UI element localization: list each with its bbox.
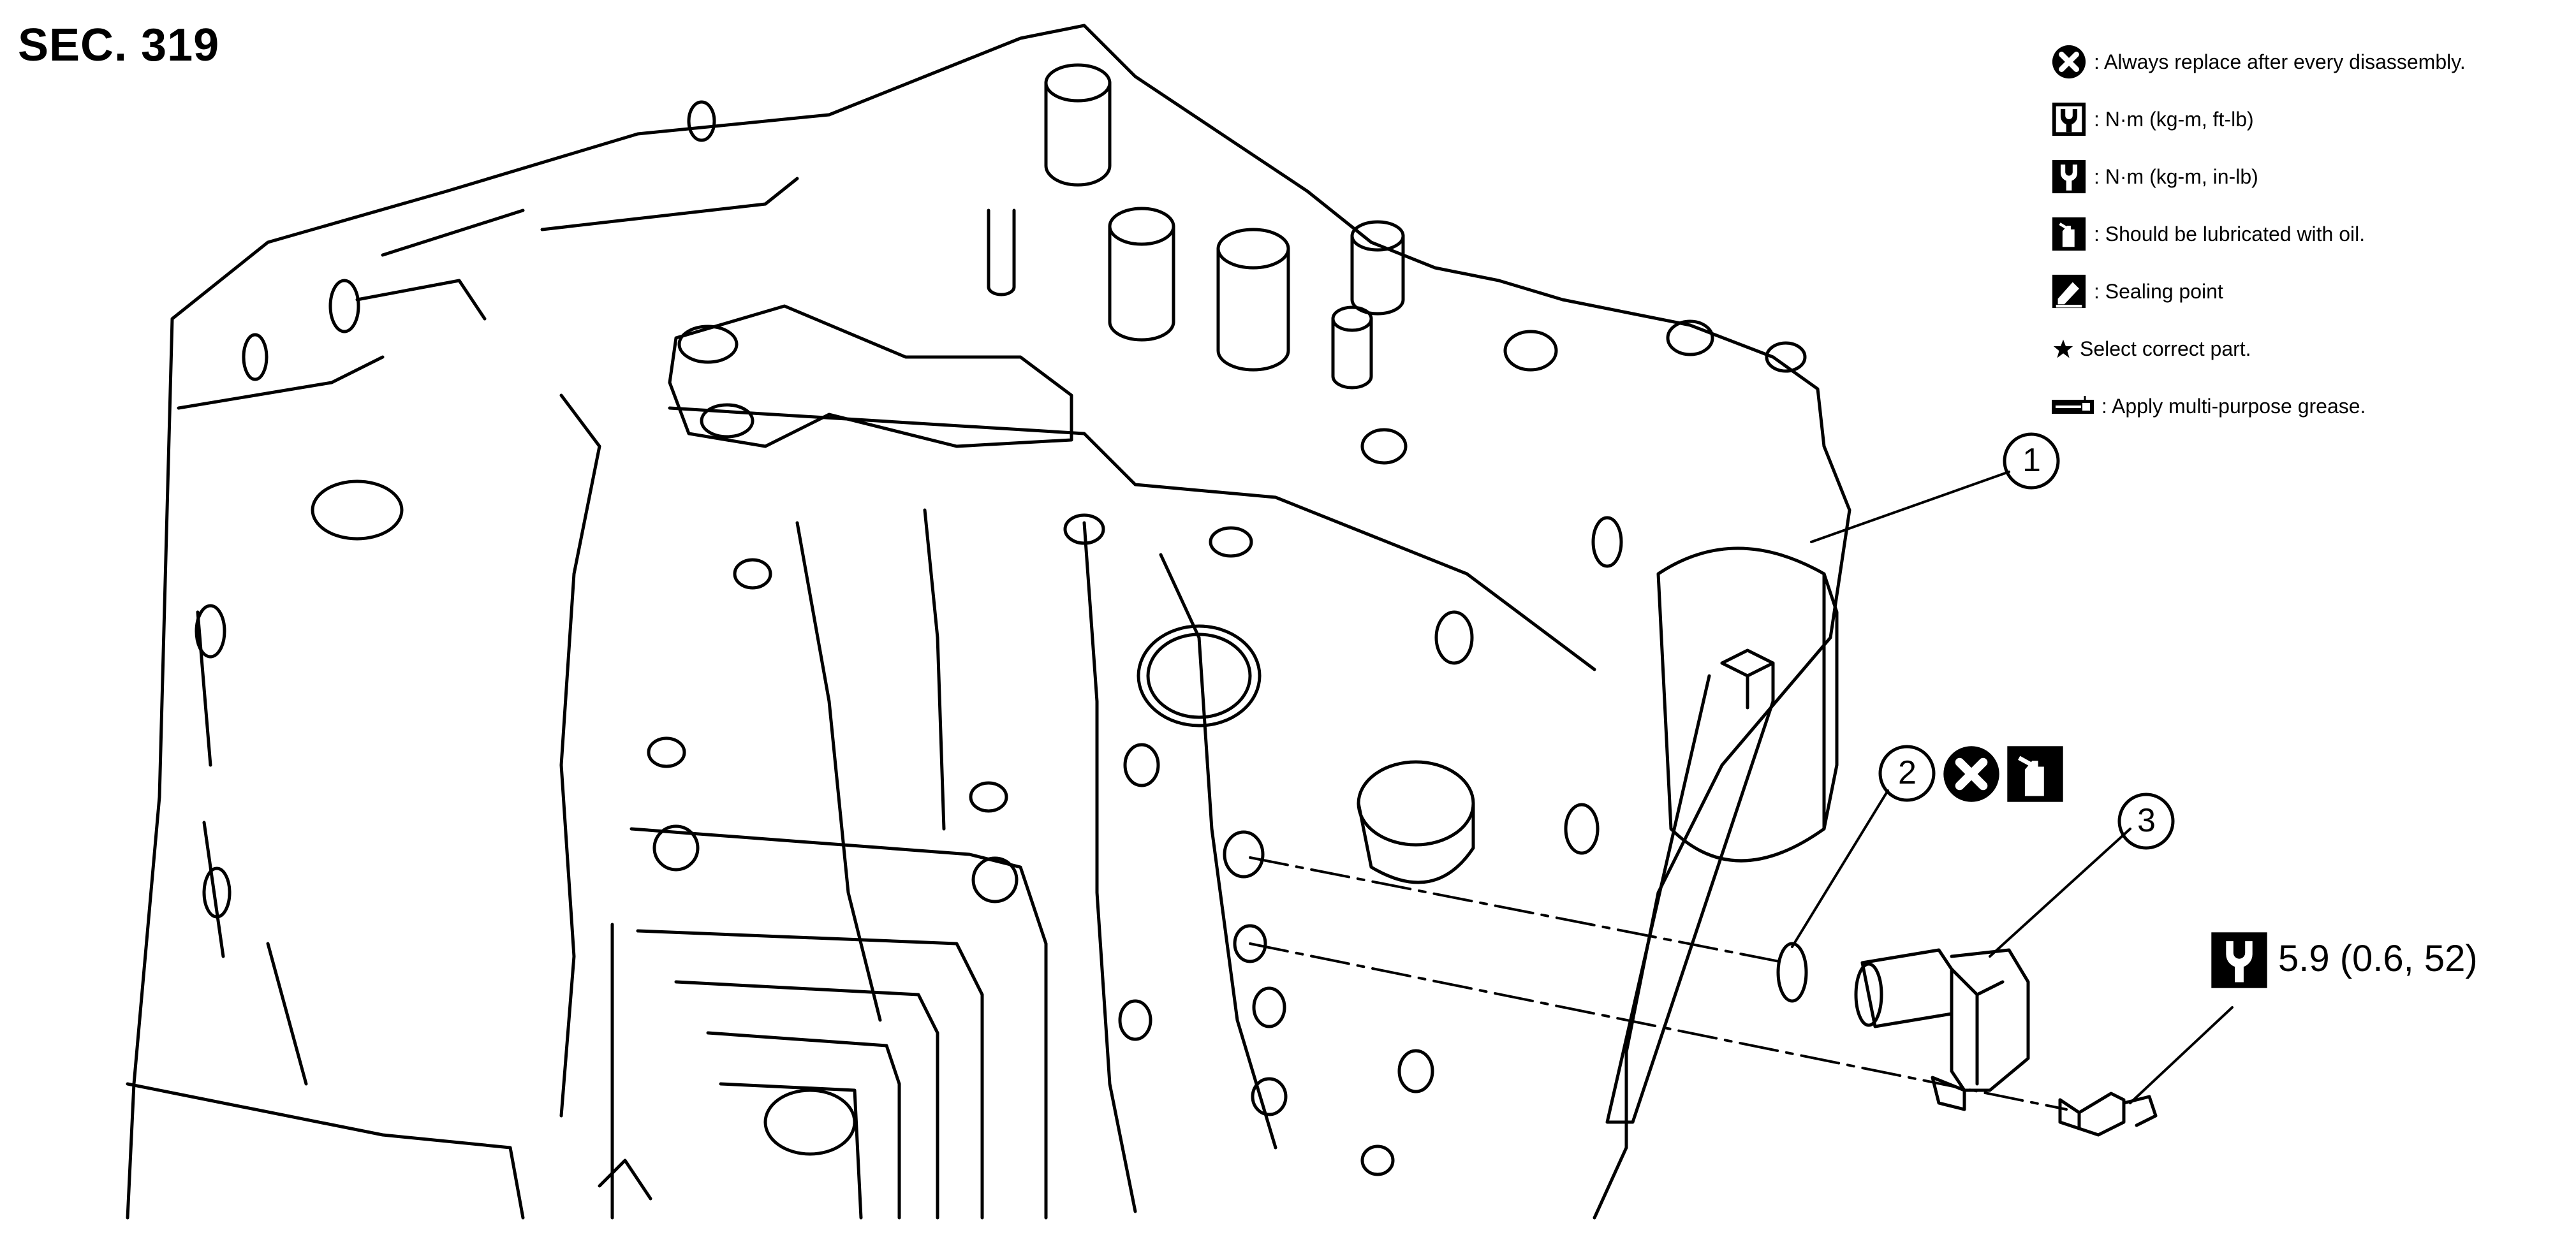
legend-row-lubricate: : Should be lubricated with oil.	[2050, 205, 2561, 263]
housing-outline	[126, 24, 1851, 1220]
speed-sensor	[1860, 948, 1954, 1028]
callout-1: 1	[2022, 442, 2041, 479]
legend-row-replace: : Always replace after every disassembly…	[2050, 33, 2561, 91]
legend-row-grease: : Apply multi-purpose grease.	[2050, 377, 2561, 435]
star-icon	[2053, 339, 2073, 359]
oil-can-icon	[2006, 745, 2064, 803]
o-ring	[1776, 942, 1808, 1003]
torque-wrench-filled-icon	[2210, 931, 2269, 990]
oil-can-icon	[2050, 216, 2087, 252]
x-circle-icon	[1942, 745, 2001, 803]
legend-row-sealing: : Sealing point	[2050, 263, 2561, 320]
legend: : Always replace after every disassembly…	[2050, 33, 2561, 435]
callout-2: 2	[1898, 754, 1917, 791]
legend-text: Select correct part.	[2080, 337, 2251, 360]
torque-value: 5.9 (0.6, 52)	[2278, 938, 2478, 979]
legend-text: : Always replace after every disassembly…	[2094, 50, 2466, 73]
legend-row-torque-inlb: : N·m (kg-m, in-lb)	[2050, 148, 2561, 205]
callout-circle-2	[1878, 745, 1936, 802]
bolt	[2077, 1092, 2126, 1137]
sealant-icon	[2050, 273, 2087, 310]
grease-icon	[2050, 393, 2095, 419]
legend-text: : N·m (kg-m, ft-lb)	[2094, 107, 2254, 131]
legend-text: : Sealing point	[2094, 279, 2223, 303]
callout-3: 3	[2137, 802, 2156, 839]
legend-text: : Apply multi-purpose grease.	[2101, 394, 2366, 418]
legend-row-select-part: Select correct part.	[2050, 320, 2561, 377]
torque-wrench-filled-icon	[2050, 158, 2087, 195]
callout-circle-3	[2117, 793, 2175, 850]
legend-text: : Should be lubricated with oil.	[2094, 222, 2366, 245]
torque-wrench-icon	[2050, 101, 2087, 138]
section-title: SEC. 319	[18, 20, 220, 71]
x-circle-icon	[2050, 43, 2087, 80]
legend-row-torque-ftlb: : N·m (kg-m, ft-lb)	[2050, 91, 2561, 148]
legend-text: : N·m (kg-m, in-lb)	[2094, 164, 2258, 188]
callout-circle-1	[2003, 432, 2060, 490]
